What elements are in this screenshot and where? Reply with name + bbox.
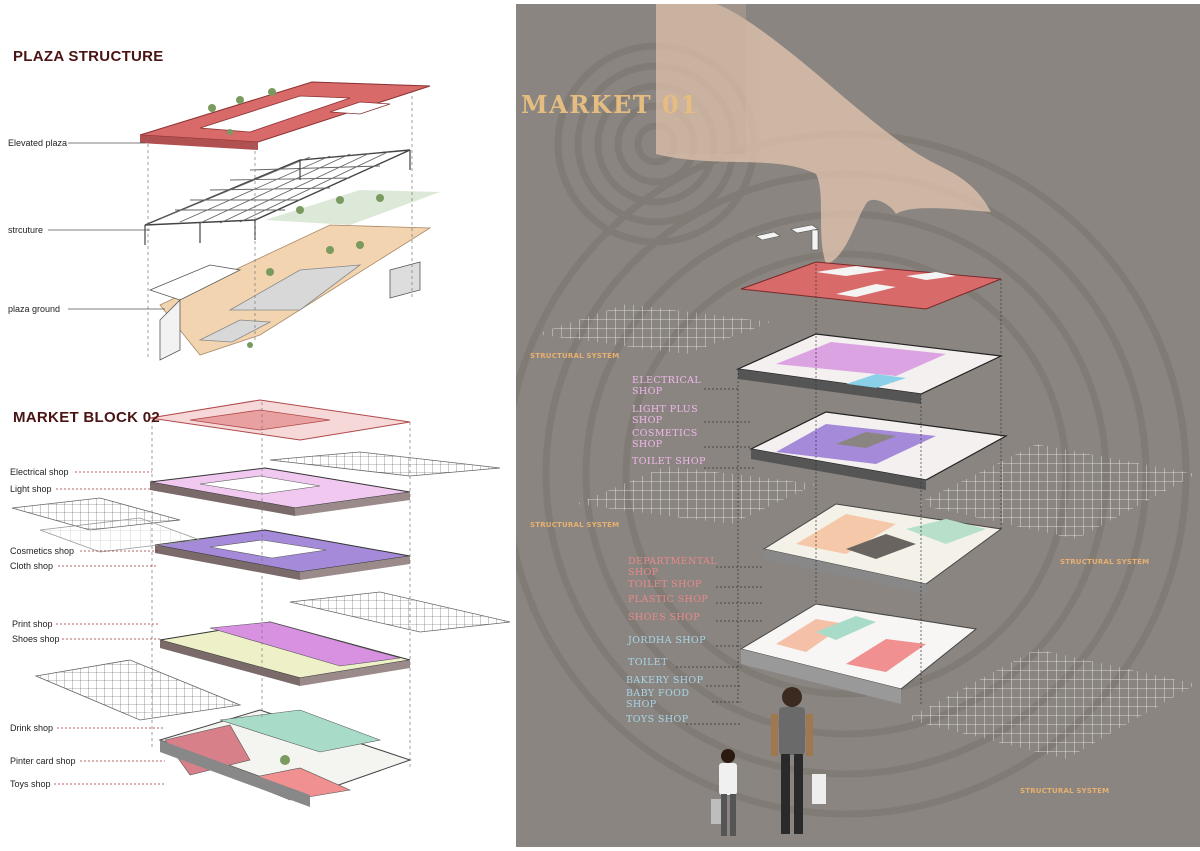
structural-label-3: STRUCTURAL SYSTEM	[1060, 558, 1150, 566]
hand-illustration	[656, 4, 991, 264]
block02-roof-layer	[149, 399, 411, 441]
market01-guide-lines	[676, 264, 1002, 725]
label-shoes-shop-m01: SHOES SHOP	[628, 612, 701, 623]
small-block-pieces	[755, 224, 819, 251]
plaza-ground-layer	[148, 224, 432, 361]
market01-floor-departmental	[762, 503, 1003, 594]
left-panel: PLAZA STRUCTURE Elevated plaza strcuture…	[0, 0, 516, 851]
structural-label-4: STRUCTURAL SYSTEM	[1020, 787, 1110, 795]
structural-grids	[536, 304, 1196, 759]
left-diagrams	[11, 81, 511, 807]
label-pinter-card-shop: Pinter card shop	[10, 756, 76, 766]
label-light-shop: Light shop	[10, 484, 52, 494]
block02-electrical-light-layer	[11, 451, 501, 531]
block02-guide-lines	[54, 402, 411, 785]
market-block-02-title: MARKET BLOCK 02	[13, 409, 161, 426]
label-toilet-shop-middle: TOILET SHOP	[628, 579, 702, 590]
plaza-structure-title: PLAZA STRUCTURE	[13, 48, 164, 65]
elevated-plaza-layer	[139, 81, 431, 150]
label-electrical-shop-m01: ELECTRICAL SHOP	[632, 375, 702, 397]
block02-ground-layer	[158, 709, 412, 807]
father-and-child-figures	[711, 687, 826, 836]
right-panel: MARKET 01 STRUCTURAL SYSTEM STRUCTURAL S…	[516, 4, 1200, 847]
label-toys-shop-m01: TOYS SHOP	[626, 714, 689, 725]
label-cosmetics-shop-m01: COSMETICS SHOP	[632, 428, 698, 450]
label-print-shop: Print shop	[12, 619, 53, 629]
label-elevated-plaza: Elevated plaza	[8, 138, 68, 148]
label-cloth-shop: Cloth shop	[10, 561, 54, 571]
label-electrical-shop: Electrical shop	[10, 467, 69, 477]
label-light-plus-shop: LIGHT PLUS SHOP	[632, 404, 698, 426]
label-shoes-shop: Shoes shop	[12, 634, 60, 644]
structural-label-2: STRUCTURAL SYSTEM	[530, 521, 620, 529]
market-01-title: MARKET 01	[521, 90, 699, 119]
market01-floor-electrical	[735, 333, 1004, 404]
label-cosmetics-shop: Cosmetics shop	[10, 546, 75, 556]
label-departmental-shop: DEPARTMENTAL SHOP	[628, 556, 718, 578]
plaza-guide-lines	[48, 90, 413, 360]
label-plaza-ground: plaza ground	[8, 304, 61, 314]
block02-cosmetics-cloth-layer	[39, 517, 411, 580]
plaza-structure-layer	[144, 149, 440, 245]
label-drink-shop: Drink shop	[10, 723, 54, 733]
label-baby-food-shop: BABY FOOD SHOP	[626, 688, 690, 710]
label-jordha-shop: JORDHA SHOP	[628, 635, 706, 646]
label-bakery-shop: BAKERY SHOP	[626, 675, 704, 686]
market-01-diagram	[516, 4, 1196, 836]
label-structure: strcuture	[8, 225, 44, 235]
label-toilet-m01: TOILET	[628, 657, 668, 668]
label-toilet-shop-upper: TOILET SHOP	[632, 456, 706, 467]
block02-print-shoes-layer	[34, 591, 511, 721]
structural-label-1: STRUCTURAL SYSTEM	[530, 352, 620, 360]
label-plastic-shop: PLASTIC SHOP	[628, 594, 709, 605]
market01-roof-layer	[740, 261, 1002, 310]
market01-floor-jordha	[739, 603, 978, 704]
label-toys-shop: Toys shop	[10, 779, 51, 789]
